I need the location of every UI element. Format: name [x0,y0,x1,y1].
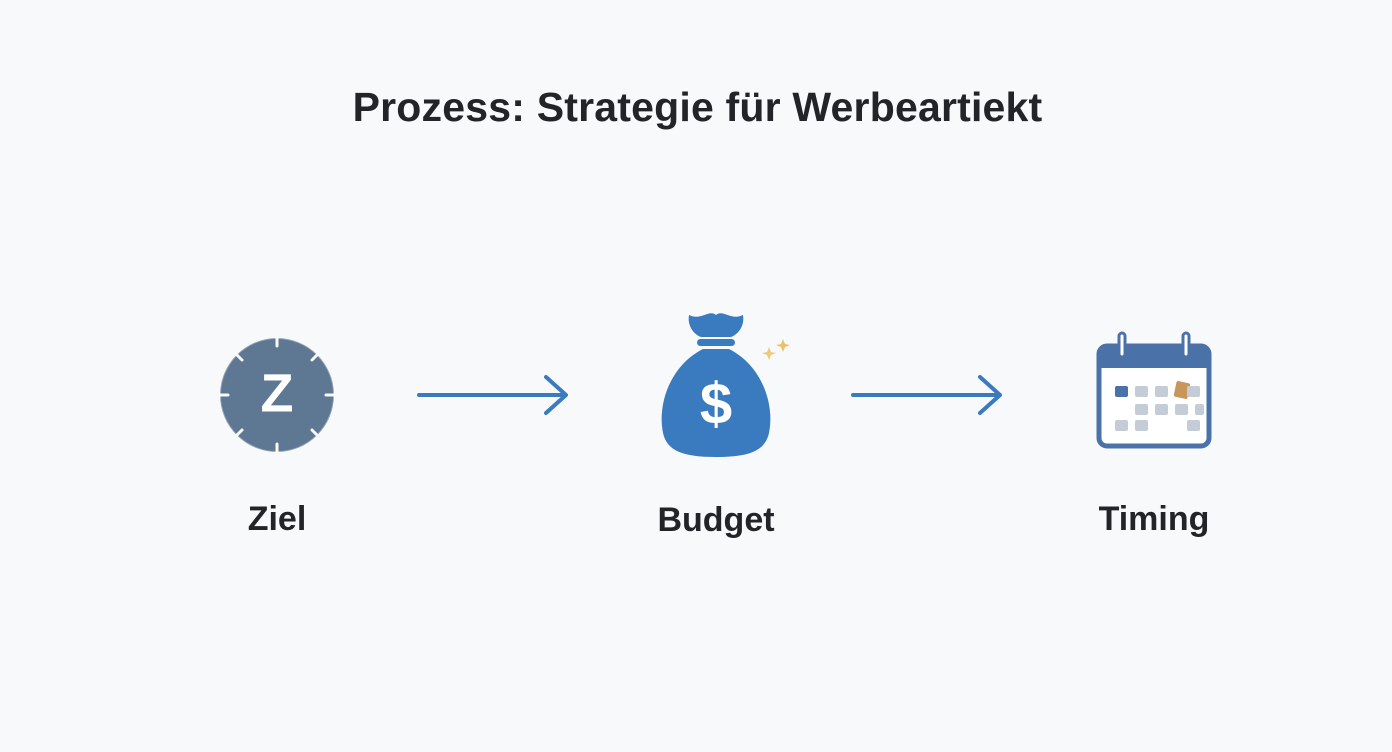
sparkle-icon [762,339,790,360]
step-label-budget: Budget [657,501,775,539]
target-glyph: Z [261,363,294,423]
step-ziel: Z Ziel [177,330,377,550]
arrow-right-icon [851,375,1002,415]
calendar-grid [1115,381,1204,431]
target-z-icon: Z [217,335,337,455]
step-label-timing: Timing [1098,500,1210,538]
arrow-right-icon [417,375,568,415]
calendar-icon [1096,331,1212,449]
money-bag-icon: $ [661,313,790,457]
step-label-ziel: Ziel [247,500,307,538]
diagram-title: Prozess: Strategie für Werbeartiekt [352,84,1043,130]
dollar-glyph: $ [700,371,732,436]
step-timing: Timing [1054,330,1254,550]
step-budget: $ Budget [616,305,816,550]
